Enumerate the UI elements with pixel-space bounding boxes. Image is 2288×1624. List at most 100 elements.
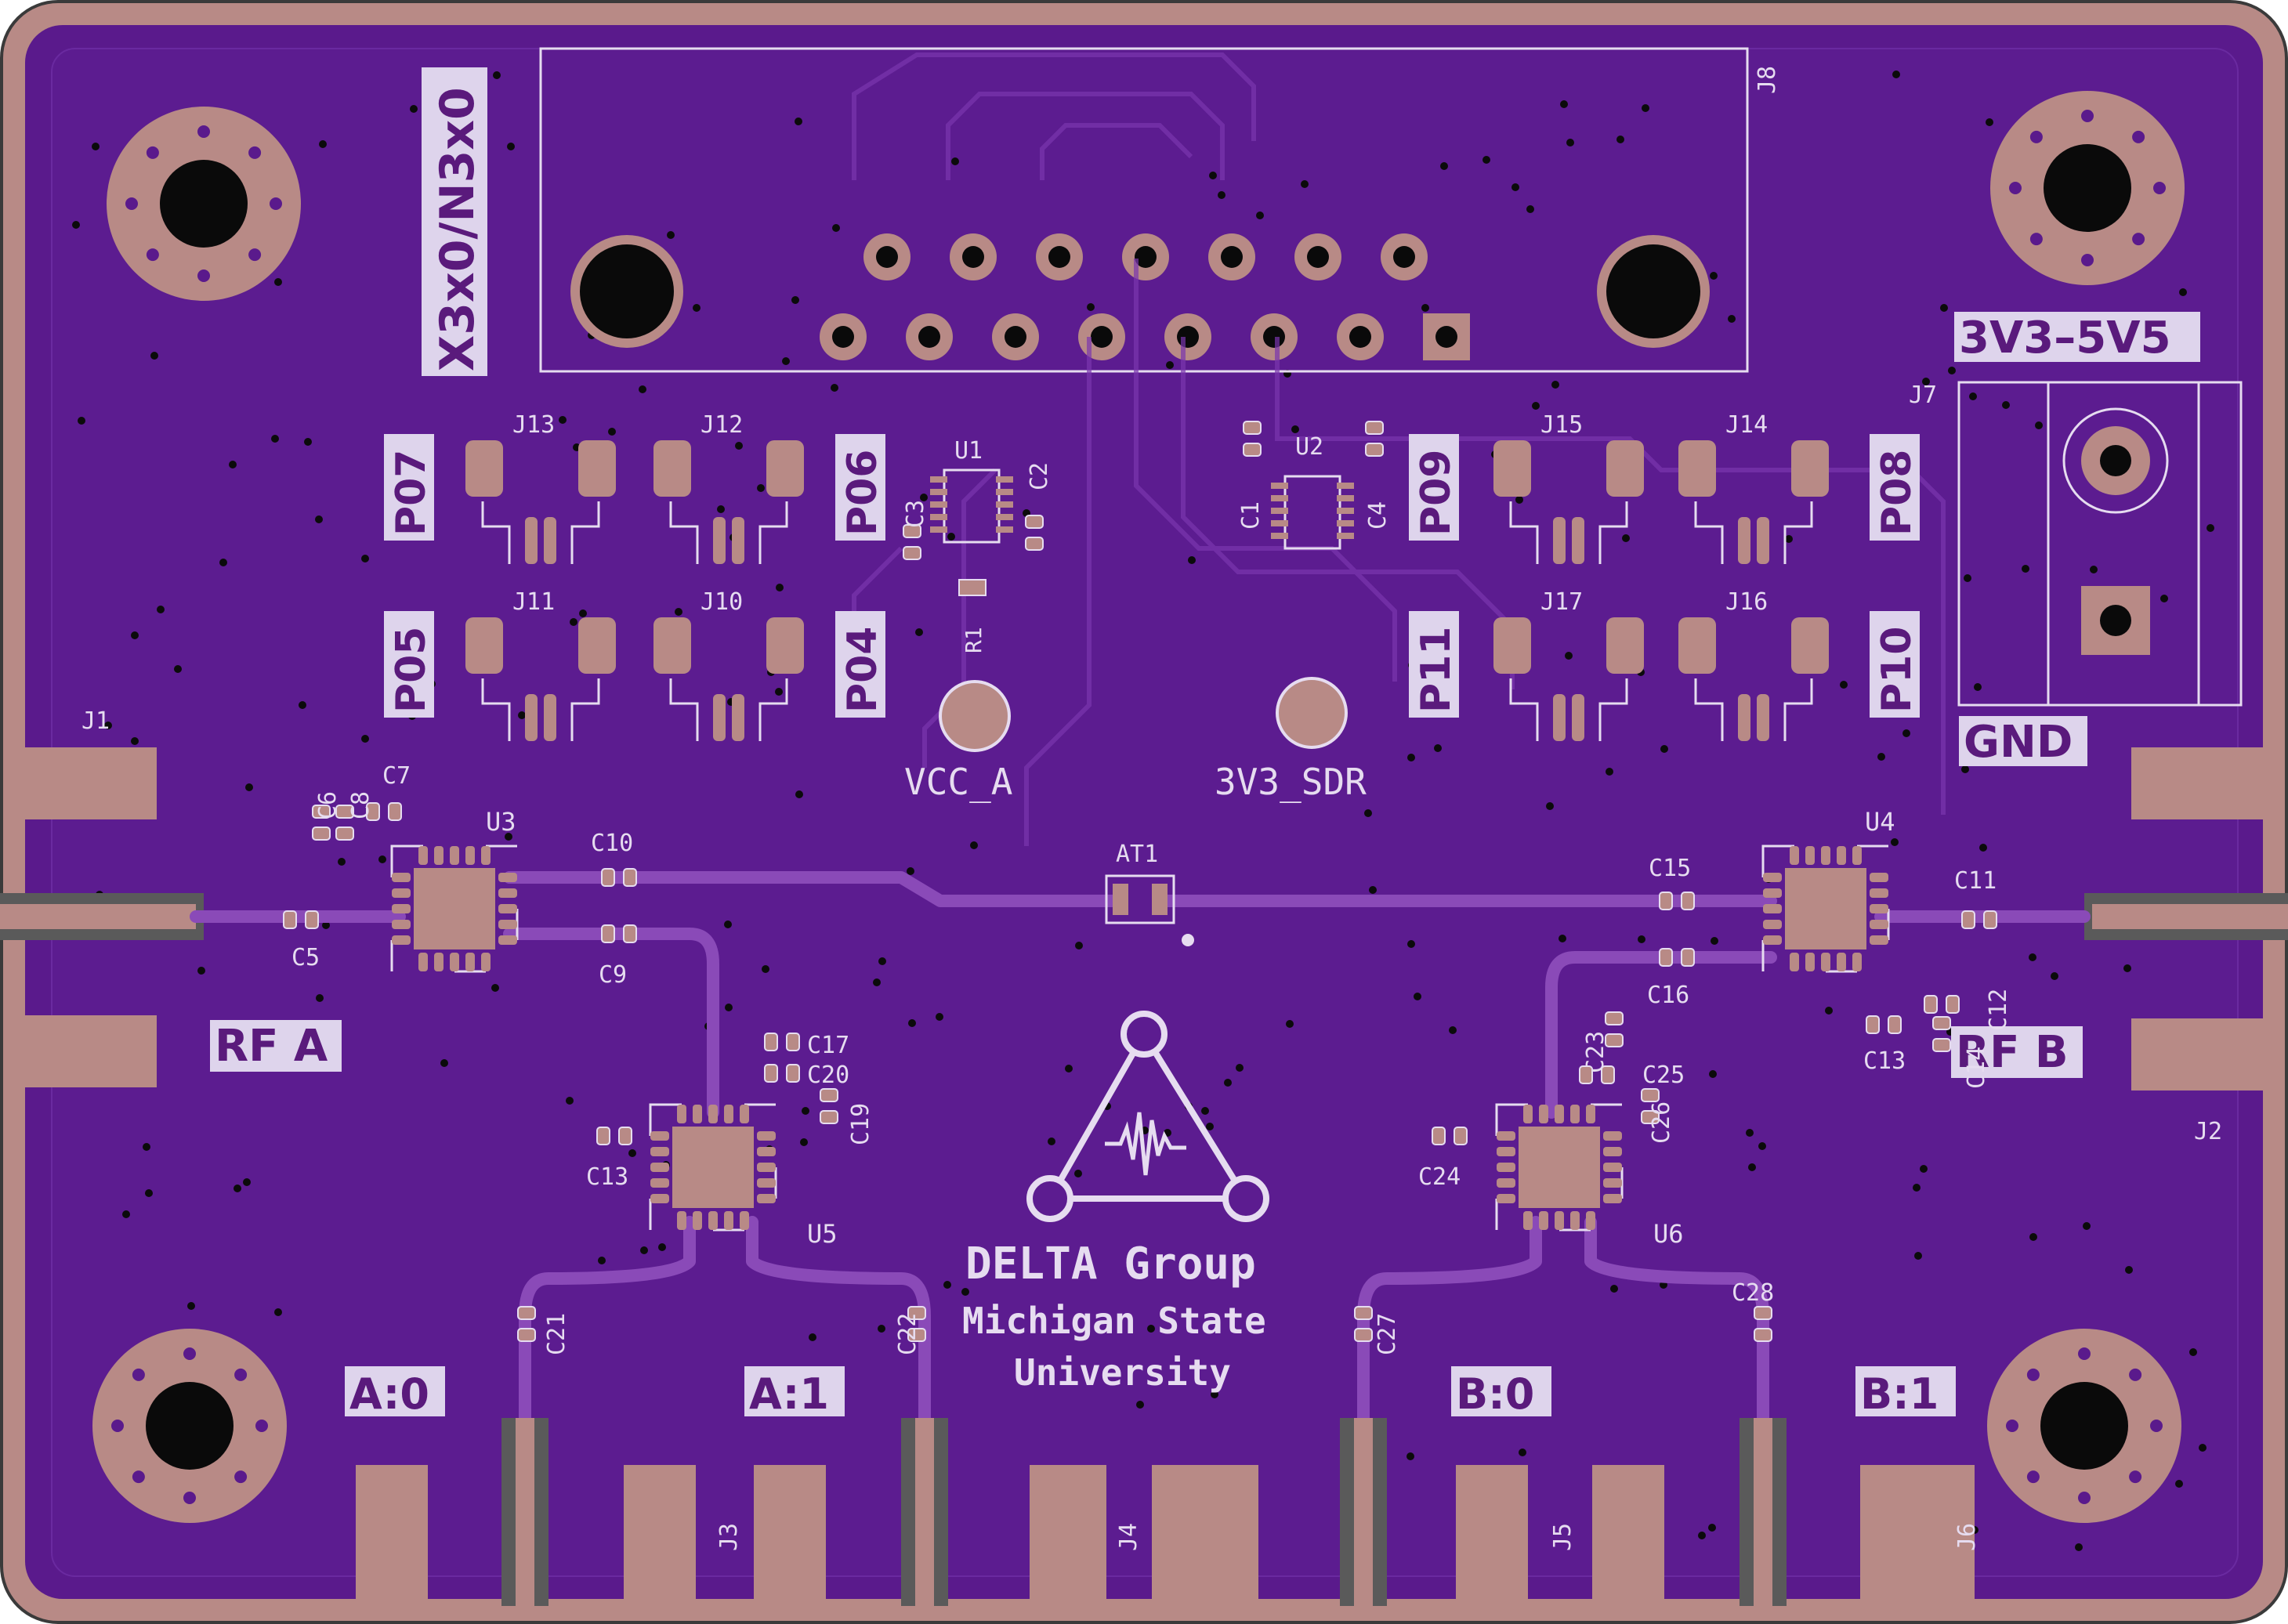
via bbox=[410, 105, 418, 113]
via bbox=[1236, 1064, 1244, 1072]
via bbox=[104, 722, 112, 729]
svg-text:C1: C1 bbox=[1237, 501, 1265, 530]
via bbox=[1969, 392, 1977, 400]
via bbox=[639, 385, 646, 393]
via bbox=[1218, 191, 1225, 199]
capacitor-c15: C15 bbox=[1649, 855, 1695, 910]
svg-text:C19: C19 bbox=[847, 1103, 874, 1145]
via bbox=[1785, 535, 1793, 543]
mount-via bbox=[2029, 130, 2043, 143]
svg-text:AT1: AT1 bbox=[1116, 841, 1158, 868]
svg-text:C27: C27 bbox=[1374, 1313, 1401, 1355]
via bbox=[299, 701, 306, 709]
via bbox=[908, 1019, 916, 1027]
test-point-3v3-sdr: 3V3_SDR bbox=[1215, 677, 1367, 803]
svg-text:C15: C15 bbox=[1649, 855, 1691, 882]
j8-pin-drill bbox=[1177, 326, 1199, 348]
via bbox=[78, 417, 85, 425]
via bbox=[274, 278, 282, 286]
via bbox=[319, 140, 327, 148]
via bbox=[873, 978, 881, 986]
ic-pin bbox=[930, 526, 947, 533]
via bbox=[2160, 595, 2168, 602]
via bbox=[1075, 942, 1083, 949]
svg-text:C12: C12 bbox=[1985, 989, 2012, 1031]
port-label-p11: P11 bbox=[1409, 611, 1460, 718]
capacitor-c4: C4 bbox=[1364, 421, 1392, 530]
ic-pin bbox=[996, 526, 1013, 533]
mount-via bbox=[2081, 254, 2094, 266]
via bbox=[2029, 1233, 2037, 1241]
capacitor-c9: C9 bbox=[599, 924, 637, 989]
via bbox=[2051, 972, 2058, 980]
via bbox=[243, 1178, 251, 1186]
mount-via bbox=[248, 146, 262, 159]
via bbox=[1565, 652, 1573, 660]
svg-text:B:0: B:0 bbox=[1456, 1369, 1534, 1419]
svg-text:P05: P05 bbox=[388, 627, 435, 713]
via bbox=[1698, 1532, 1706, 1539]
ic-pin bbox=[1337, 533, 1354, 539]
svg-text:C17: C17 bbox=[807, 1032, 849, 1059]
via bbox=[150, 352, 158, 360]
svg-text:J15: J15 bbox=[1540, 411, 1583, 439]
via bbox=[640, 1246, 648, 1254]
via bbox=[658, 1243, 666, 1251]
via bbox=[782, 357, 790, 365]
via bbox=[1526, 205, 1534, 213]
via bbox=[1840, 681, 1848, 689]
via bbox=[1711, 937, 1718, 945]
via bbox=[2083, 1222, 2091, 1230]
via bbox=[245, 783, 253, 791]
rf-port-j2: J2 bbox=[2084, 747, 2288, 1145]
capacitor-c19: C19 bbox=[820, 1088, 874, 1145]
via bbox=[1519, 1449, 1526, 1456]
port-label-p10: P10 bbox=[1870, 611, 1921, 718]
via bbox=[1986, 118, 1993, 126]
connector-j8: J8 bbox=[539, 47, 1781, 373]
via bbox=[338, 858, 346, 866]
capacitor-c8: C8 bbox=[335, 791, 375, 841]
via bbox=[915, 628, 923, 636]
rf-traces bbox=[190, 871, 2091, 1432]
j8-pin-drill bbox=[1005, 326, 1026, 348]
via bbox=[1922, 378, 1930, 385]
power-label: 3V3–5V5 bbox=[1959, 313, 2171, 364]
port-label-p09: P09 bbox=[1409, 434, 1460, 541]
via bbox=[2199, 1444, 2207, 1452]
via bbox=[1622, 534, 1630, 542]
svg-text:C13: C13 bbox=[1863, 1047, 1906, 1075]
j8-pin-drill bbox=[1048, 246, 1070, 268]
via bbox=[608, 428, 616, 436]
via bbox=[2189, 1348, 2197, 1356]
svg-text:P09: P09 bbox=[1413, 450, 1460, 536]
jumper-j10: J10 bbox=[653, 588, 804, 741]
via bbox=[122, 1210, 130, 1218]
via bbox=[2207, 524, 2214, 532]
via bbox=[735, 442, 743, 450]
via bbox=[229, 461, 237, 468]
svg-text:J4: J4 bbox=[1115, 1523, 1142, 1551]
svg-text:J14: J14 bbox=[1725, 411, 1768, 439]
svg-text:J13: J13 bbox=[512, 411, 555, 439]
via bbox=[1511, 183, 1519, 191]
mount-via bbox=[248, 248, 262, 262]
port-label-p08: P08 bbox=[1870, 434, 1921, 541]
capacitor-c24: C24 bbox=[1418, 1127, 1468, 1191]
svg-text:C7: C7 bbox=[382, 762, 411, 790]
via bbox=[1065, 1065, 1073, 1072]
via bbox=[1414, 993, 1421, 1000]
mount-via bbox=[2129, 1470, 2142, 1484]
via bbox=[440, 1059, 448, 1067]
via bbox=[970, 841, 978, 849]
svg-text:C20: C20 bbox=[807, 1062, 849, 1089]
via bbox=[1048, 1138, 1055, 1145]
via bbox=[920, 494, 928, 501]
mount-via bbox=[2078, 1347, 2091, 1360]
logo-line3: University bbox=[1014, 1351, 1231, 1394]
via bbox=[1074, 1170, 1082, 1177]
via bbox=[724, 921, 732, 928]
output-connector-j5: J5 bbox=[1340, 1418, 1664, 1606]
mount-via bbox=[197, 269, 210, 282]
svg-text:P10: P10 bbox=[1873, 627, 1921, 713]
